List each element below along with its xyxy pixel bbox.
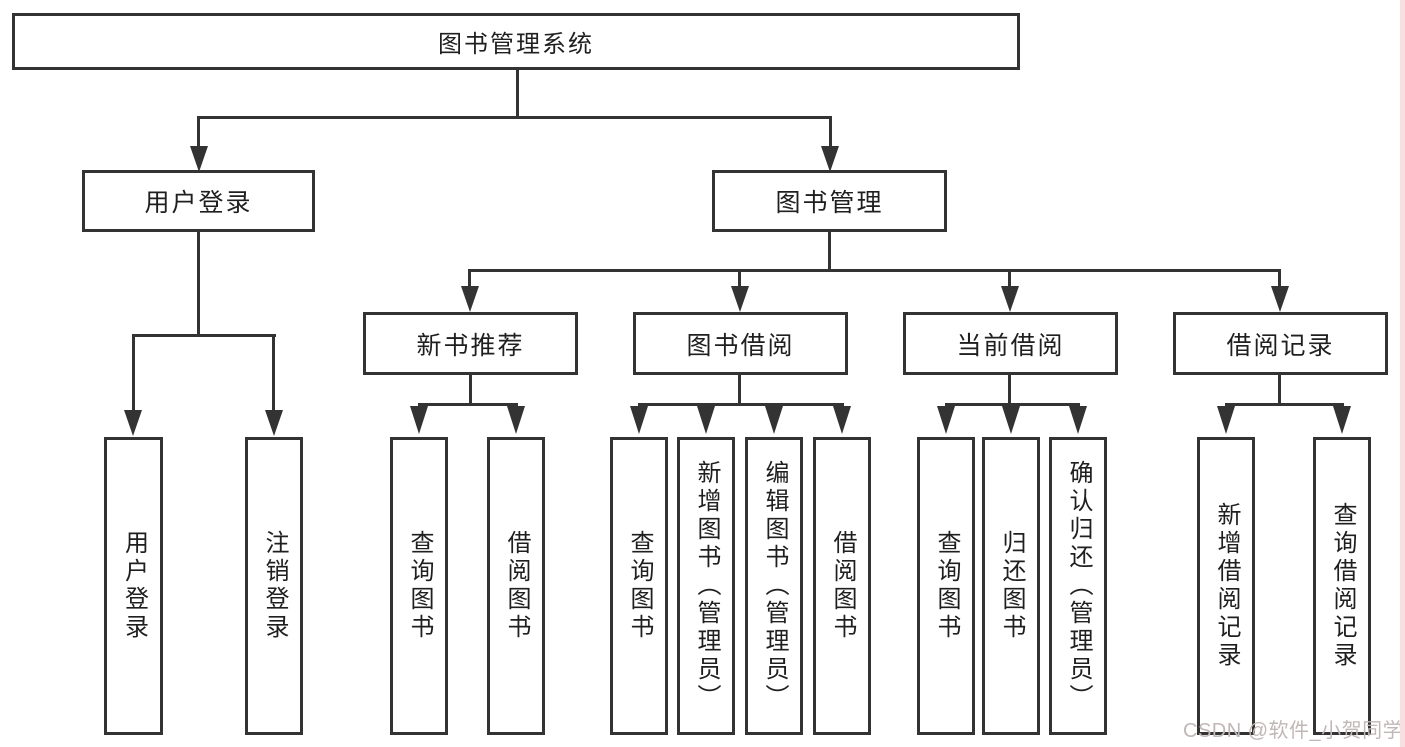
arrow-down-icon — [1271, 286, 1289, 312]
arrow-down-icon — [265, 410, 283, 436]
arrow-down-icon — [1217, 406, 1235, 434]
arrow-down-icon — [630, 406, 648, 434]
leaf-logout: 注销登录 — [245, 437, 303, 735]
leaf-return-books: 归还图书 — [982, 437, 1040, 735]
arrow-down-icon — [1001, 286, 1019, 312]
arrow-down-icon — [124, 410, 142, 436]
connector-line — [1008, 375, 1011, 406]
arrow-down-icon — [190, 146, 208, 172]
node-user-login: 用户登录 — [82, 170, 315, 232]
node-borrowing-records: 借阅记录 — [1173, 312, 1388, 375]
connector-line — [1278, 375, 1281, 406]
node-book-management: 图书管理 — [712, 170, 947, 232]
node-book-borrowing: 图书借阅 — [633, 312, 848, 375]
leaf-add-books-admin: 新增图书（管理员） — [677, 437, 735, 735]
connector-line — [638, 403, 844, 406]
connector-line — [738, 269, 741, 289]
leaf-borrow-books: 借阅图书 — [487, 437, 545, 735]
leaf-add-borrow-record: 新增借阅记录 — [1197, 437, 1255, 735]
arrow-down-icon — [833, 406, 851, 434]
connector-line — [468, 269, 471, 289]
leaf-query-books: 查询图书 — [917, 437, 975, 735]
connector-line — [272, 334, 275, 412]
arrow-down-icon — [821, 146, 839, 172]
connector-line — [132, 334, 135, 412]
arrow-down-icon — [731, 286, 749, 312]
connector-line — [829, 116, 832, 148]
arrow-down-icon — [1002, 406, 1020, 434]
arrow-down-icon — [410, 406, 428, 434]
connector-line — [1008, 269, 1011, 289]
connector-line — [197, 232, 200, 336]
leaf-query-books: 查询图书 — [610, 437, 668, 735]
leaf-query-books: 查询图书 — [390, 437, 448, 735]
connector-line — [738, 375, 741, 406]
node-current-borrowing: 当前借阅 — [903, 312, 1118, 375]
arrow-down-icon — [697, 406, 715, 434]
arrow-down-icon — [1069, 406, 1087, 434]
connector-line — [469, 375, 472, 406]
connector-line — [197, 116, 200, 148]
right-edge-strip — [1400, 0, 1405, 747]
leaf-confirm-return-admin: 确认归还（管理员） — [1049, 437, 1107, 735]
leaf-query-borrow-record: 查询借阅记录 — [1313, 437, 1371, 735]
connector-line — [469, 269, 1281, 272]
arrow-down-icon — [461, 286, 479, 312]
leaf-borrow-books: 借阅图书 — [813, 437, 871, 735]
connector-line — [197, 116, 831, 119]
node-new-book-recommend: 新书推荐 — [363, 312, 578, 375]
connector-line — [132, 334, 276, 337]
leaf-user-login: 用户登录 — [104, 437, 163, 735]
arrow-down-icon — [765, 406, 783, 434]
connector-line — [1225, 403, 1344, 406]
connector-line — [418, 403, 518, 406]
connector-line — [516, 70, 519, 118]
node-library-system: 图书管理系统 — [12, 13, 1020, 70]
connector-line — [945, 403, 1080, 406]
arrow-down-icon — [507, 406, 525, 434]
arrow-down-icon — [937, 406, 955, 434]
leaf-edit-books-admin: 编辑图书（管理员） — [745, 437, 803, 735]
connector-line — [828, 232, 831, 272]
arrow-down-icon — [1333, 406, 1351, 434]
csdn-watermark: CSDN @软件_小贺同学 — [1183, 720, 1404, 742]
connector-line — [1278, 269, 1281, 289]
